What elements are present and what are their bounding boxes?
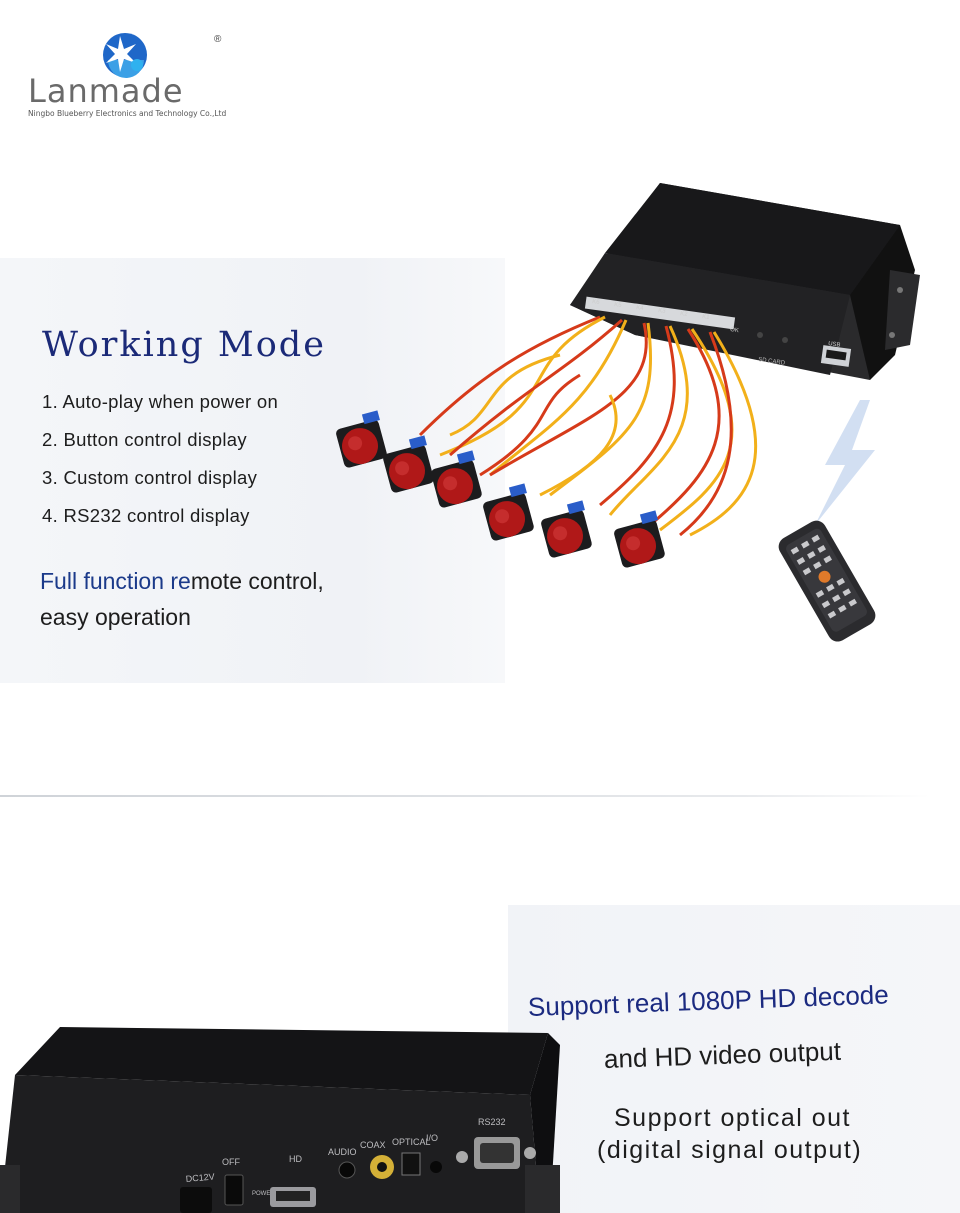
feature-line2: easy operation — [40, 604, 191, 630]
output-features-panel — [508, 905, 960, 1213]
media-player-box: K6 K5 K4 K3 K2 K1 OK SD CARD USB — [570, 183, 920, 380]
port-label: K1 — [702, 314, 711, 321]
dc-label: DC12V — [185, 1172, 215, 1184]
brand-company: Ningbo Blueberry Electronics and Technol… — [28, 109, 227, 118]
port-label: K6 — [592, 299, 601, 306]
off-label: OFF — [222, 1157, 240, 1167]
mode-item: 4. RS232 control display — [42, 505, 250, 526]
mode-item: 1. Auto-play when power on — [42, 391, 279, 412]
sd-card-label: SD CARD — [758, 357, 786, 367]
remote-control-feature: Full function remote control, easy opera… — [40, 563, 324, 635]
device-with-buttons-image: K6 K5 K4 K3 K2 K1 OK SD CARD USB — [336, 183, 920, 642]
coax-label: COAX — [360, 1140, 386, 1150]
device-rear-image: DC12V OFF POWER LED HD AUDIO COAX OPTICA… — [0, 1027, 560, 1213]
brand-name: Lanmade — [28, 72, 184, 110]
port-label: K2 — [680, 311, 689, 318]
audio-label: AUDIO — [328, 1147, 357, 1157]
signal-bolt-icon — [815, 400, 875, 525]
feature-rest: mote control, — [190, 568, 324, 594]
hd-label: HD — [289, 1154, 302, 1164]
feature-digital-signal: (digital signal output) — [597, 1136, 863, 1164]
port-label: K3 — [658, 308, 667, 315]
mode-item: 2. Button control display — [42, 429, 247, 450]
feature-highlight: Full function re — [40, 568, 191, 594]
feature-optical-out: Support optical out — [614, 1104, 851, 1132]
mode-item: 3. Custom control display — [42, 467, 258, 488]
logo-star-icon — [103, 33, 147, 78]
registered-mark: ® — [214, 34, 222, 45]
wires — [418, 315, 758, 537]
port-label: OK — [730, 327, 739, 334]
remote-control — [778, 520, 876, 642]
section-divider — [0, 795, 930, 797]
rs232-label: RS232 — [478, 1117, 506, 1127]
working-mode-title: Working Mode — [42, 325, 326, 365]
io-label: I/O — [426, 1133, 438, 1143]
port-label: K4 — [636, 305, 645, 312]
push-buttons — [336, 410, 665, 568]
usb-label: USB — [828, 341, 841, 349]
brand-logo: Lanmade Ningbo Blueberry Electronics and… — [28, 30, 238, 120]
optical-label: OPTICAL — [392, 1137, 431, 1147]
port-label: K5 — [614, 302, 623, 309]
